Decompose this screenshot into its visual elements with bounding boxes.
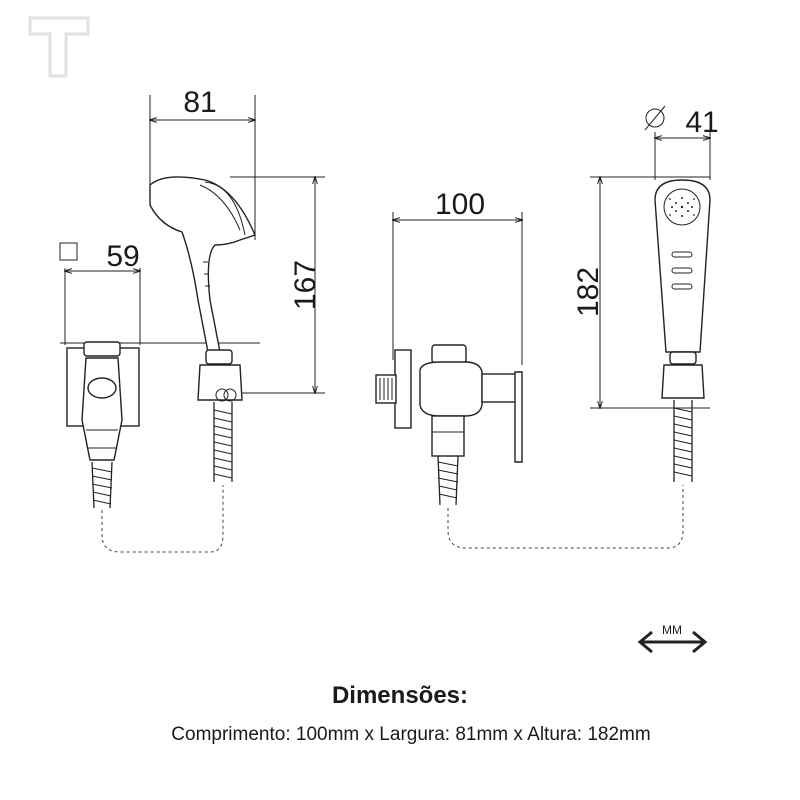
right-valve-hose <box>437 455 459 506</box>
caption-title: Dimensões: <box>331 682 469 709</box>
right-sprayer <box>654 179 711 482</box>
unit-badge: MM <box>637 623 708 654</box>
base-label: 59 <box>106 240 139 273</box>
dimension-diameter-41: 41 <box>644 105 719 180</box>
brand-logo: T <box>28 16 90 78</box>
caption-dimensions-text: Comprimento: 100mm x Largura: 81mm x Alt… <box>171 724 651 745</box>
height-left-label: 167 <box>289 260 322 310</box>
logo-letter: T <box>57 22 63 33</box>
left-hose-loop <box>101 485 224 553</box>
right-hose-loop <box>447 485 684 549</box>
left-hose <box>91 461 113 509</box>
dimension-width-81: 81 <box>150 86 255 240</box>
diameter-label: 41 <box>685 106 718 139</box>
dimension-length-100: 100 <box>393 188 522 365</box>
height-right-label: 182 <box>572 267 605 317</box>
dimension-height-167: 167 <box>230 177 325 393</box>
left-sprayer <box>149 176 256 482</box>
left-valve <box>60 341 260 461</box>
right-valve <box>375 344 523 463</box>
length-label: 100 <box>435 188 485 221</box>
dimension-height-182: 182 <box>572 177 710 408</box>
unit-label: MM <box>662 623 682 637</box>
dimension-base-59: 59 <box>59 240 140 345</box>
width-label: 81 <box>183 86 216 119</box>
